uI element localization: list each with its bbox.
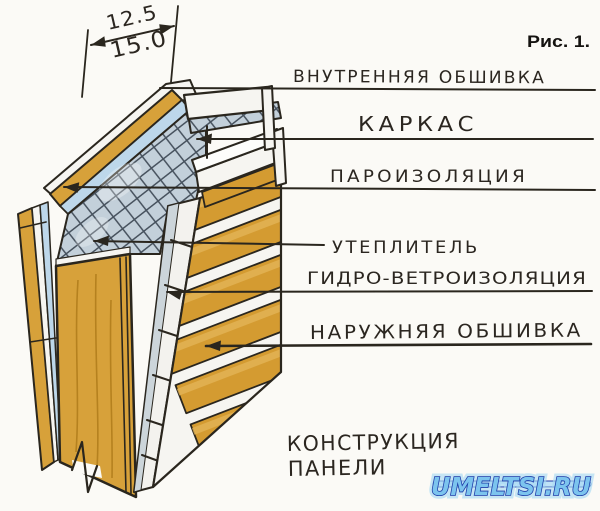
frame-top-plate-end-post	[261, 85, 276, 151]
figure-name-line2: ПАНЕЛИ	[288, 455, 387, 481]
leader-hydro-wind-barrier	[166, 290, 593, 293]
label-outer-sheathing: НАРУЖНЯЯ ОБШИВКА	[310, 320, 583, 344]
label-vapor-barrier: ПАРОИЗОЛЯЦИЯ	[330, 167, 528, 187]
left-edge-tick-lines	[19, 221, 57, 343]
label-hydro-wind-barrier: ГИДРО-ВЕТРОИЗОЛЯЦИЯ	[307, 269, 587, 288]
cut-edge-tick-lines	[141, 239, 196, 464]
extension-line-right	[170, 5, 179, 83]
leader-insulation	[93, 240, 325, 246]
siding-board-row	[174, 230, 281, 415]
figure-caption: Рис. 1.	[527, 32, 590, 51]
panel-sketch	[17, 79, 287, 499]
label-insulation: УТЕПЛИТЕЛЬ	[332, 238, 480, 257]
panel-seam-lines	[119, 256, 132, 494]
watermark-text: UMELTSI.RU	[431, 472, 591, 501]
leader-vapor-barrier	[63, 186, 596, 191]
wood-grain-lines	[75, 273, 113, 479]
leader-outer-sheathing	[204, 342, 593, 348]
mesh-highlight-patch-2	[75, 217, 109, 247]
label-frame: КАРКАС	[358, 112, 478, 136]
cut-edge-grey-layer	[133, 202, 180, 493]
siding-board-row	[153, 167, 281, 297]
watermark-bar	[432, 480, 592, 488]
watermark-logo: UMELTSI.RU UMELTSI.RU	[428, 469, 595, 505]
label-inner-sheathing: ВНУТРЕННЯЯ ОБШИВКА	[293, 67, 546, 88]
mesh-highlight-patch	[98, 162, 142, 202]
siding-board-row	[153, 167, 281, 336]
leader-inner-sheathing	[159, 87, 596, 91]
siding-board-row	[189, 269, 281, 454]
extension-line-left	[81, 29, 89, 98]
watermark-glow-text: UMELTSI.RU	[431, 472, 591, 501]
break-zigzag-mark	[70, 440, 99, 494]
leader-lines	[63, 87, 596, 351]
figure-name-line1: КОНСТРУКЦИЯ	[287, 429, 460, 456]
